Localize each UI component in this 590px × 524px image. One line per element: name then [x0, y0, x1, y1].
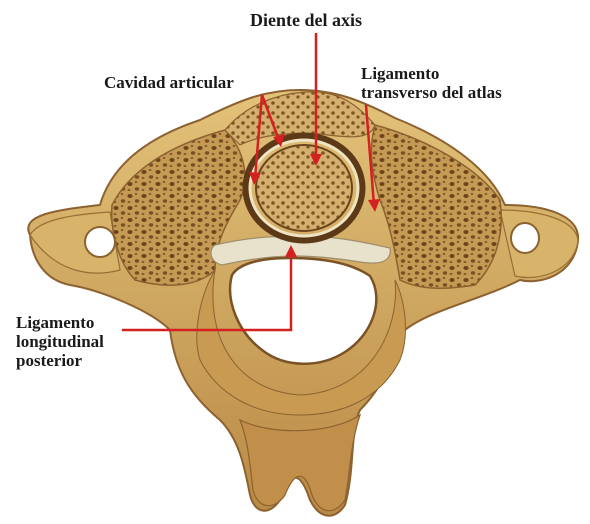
label-cavidad-articular: Cavidad articular [104, 73, 234, 92]
label-diente-del-axis: Diente del axis [250, 11, 362, 30]
label-longitudinal-line-1: Ligamento [16, 313, 104, 332]
right-transverse-foramen [511, 223, 539, 253]
label-ligamento-longitudinal-posterior: Ligamento longitudinal posterior [16, 313, 104, 370]
label-longitudinal-line-2: longitudinal [16, 332, 104, 351]
label-transverso-line-2: transverso del atlas [361, 83, 502, 102]
dens-of-axis [256, 145, 352, 231]
label-longitudinal-line-3: posterior [16, 351, 104, 370]
left-transverse-foramen [85, 227, 115, 257]
label-ligamento-transverso: Ligamento transverso del atlas [361, 64, 502, 102]
label-transverso-line-1: Ligamento [361, 64, 502, 83]
